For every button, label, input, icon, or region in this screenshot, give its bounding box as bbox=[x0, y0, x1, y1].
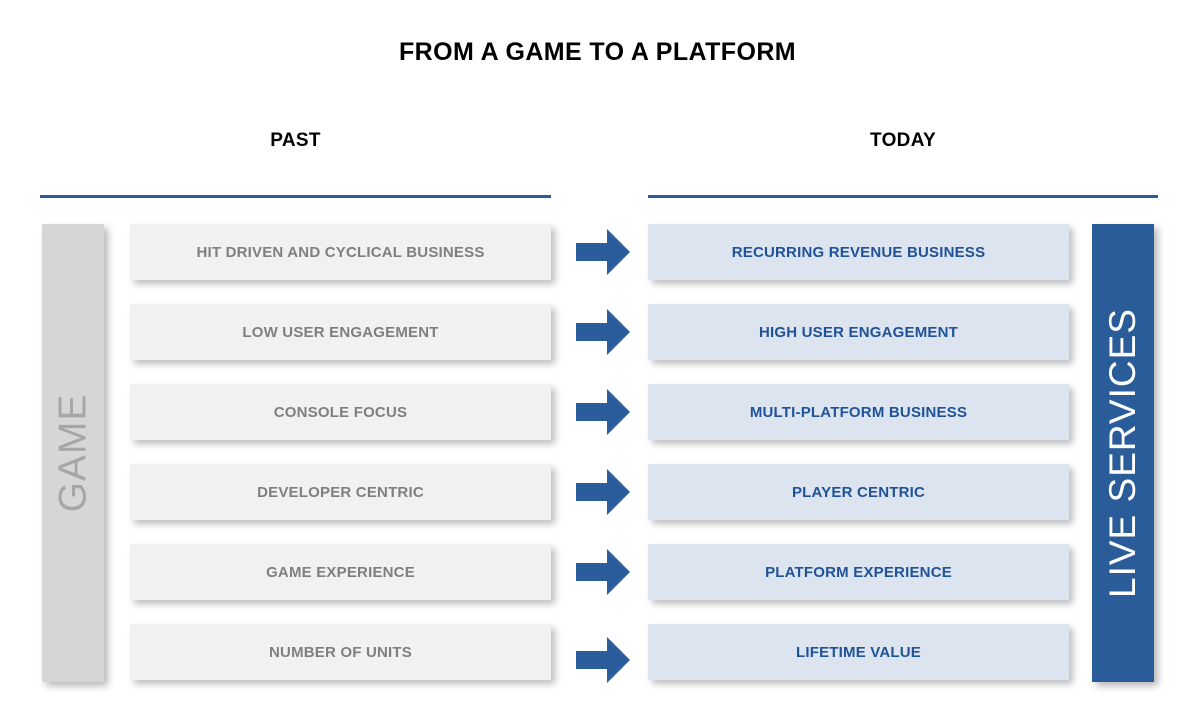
table-row: GAME EXPERIENCE PLATFORM EXPERIENCE bbox=[0, 544, 1195, 600]
column-header-past: PAST bbox=[270, 130, 321, 151]
table-row: DEVELOPER CENTRIC PLAYER CENTRIC bbox=[0, 464, 1195, 520]
table-row: HIT DRIVEN AND CYCLICAL BUSINESS RECURRI… bbox=[0, 224, 1195, 280]
past-item[interactable]: DEVELOPER CENTRIC bbox=[130, 464, 551, 520]
right-arrow-icon bbox=[576, 229, 630, 275]
table-row: NUMBER OF UNITS LIFETIME VALUE bbox=[0, 624, 1195, 683]
today-item[interactable]: PLATFORM EXPERIENCE bbox=[648, 544, 1069, 600]
past-item[interactable]: HIT DRIVEN AND CYCLICAL BUSINESS bbox=[130, 224, 551, 280]
past-item[interactable]: GAME EXPERIENCE bbox=[130, 544, 551, 600]
right-arrow-icon bbox=[576, 389, 630, 435]
past-item[interactable]: NUMBER OF UNITS bbox=[130, 624, 551, 680]
past-item[interactable]: CONSOLE FOCUS bbox=[130, 384, 551, 440]
table-row: CONSOLE FOCUS MULTI-PLATFORM BUSINESS bbox=[0, 384, 1195, 440]
right-arrow-icon bbox=[576, 637, 630, 683]
today-item[interactable]: PLAYER CENTRIC bbox=[648, 464, 1069, 520]
table-row: LOW USER ENGAGEMENT HIGH USER ENGAGEMENT bbox=[0, 304, 1195, 360]
divider-past bbox=[40, 195, 551, 198]
side-bar-live-services: LIVE SERVICES bbox=[1092, 224, 1154, 682]
right-arrow-icon bbox=[576, 469, 630, 515]
column-header-today: TODAY bbox=[870, 130, 936, 151]
today-item[interactable]: RECURRING REVENUE BUSINESS bbox=[648, 224, 1069, 280]
today-item[interactable]: MULTI-PLATFORM BUSINESS bbox=[648, 384, 1069, 440]
today-item[interactable]: HIGH USER ENGAGEMENT bbox=[648, 304, 1069, 360]
divider-today bbox=[648, 195, 1158, 198]
right-arrow-icon bbox=[576, 309, 630, 355]
right-arrow-icon bbox=[576, 549, 630, 595]
page-title: FROM A GAME TO A PLATFORM bbox=[399, 38, 796, 66]
today-item[interactable]: LIFETIME VALUE bbox=[648, 624, 1069, 680]
side-bar-game: GAME bbox=[42, 224, 104, 682]
past-item[interactable]: LOW USER ENGAGEMENT bbox=[130, 304, 551, 360]
